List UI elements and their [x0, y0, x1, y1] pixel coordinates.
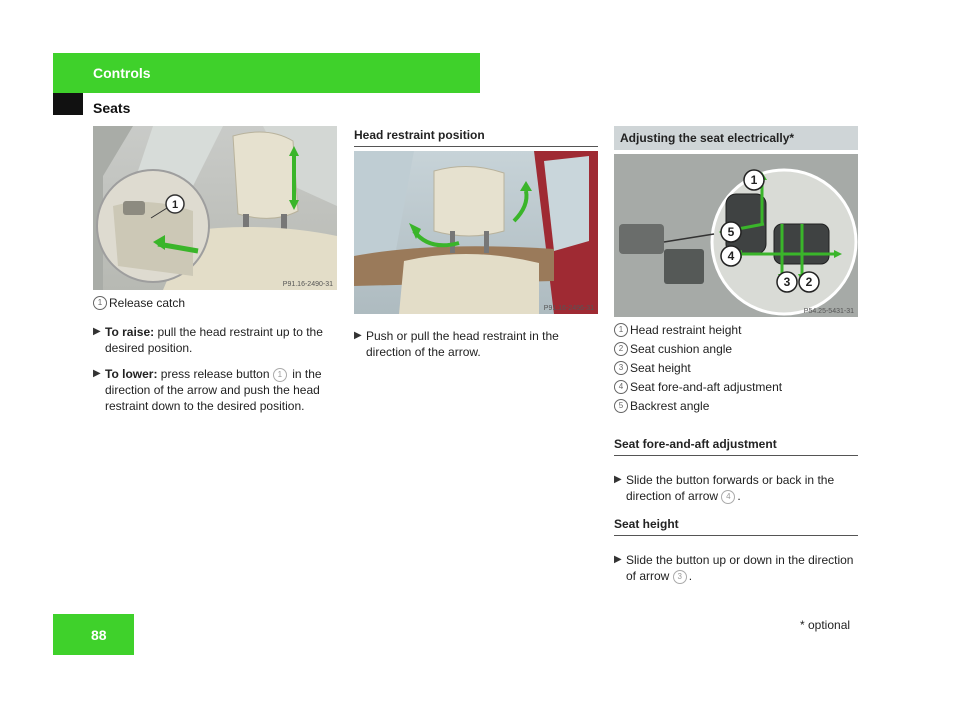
step-text: Slide the button up or down in the direc… [626, 553, 854, 583]
callout-number: 2 [614, 342, 628, 356]
step-arrow-icon: ▶ [354, 330, 362, 341]
page-number-box [53, 614, 134, 655]
legend-label: Backrest angle [630, 399, 710, 413]
step-text: press release button [157, 367, 273, 381]
legend-label: Seat fore-and-aft adjustment [630, 380, 783, 394]
callout-number: 4 [614, 380, 628, 394]
step-text: pull the head restraint up to the desire… [105, 325, 323, 355]
step-keyword: To lower: [105, 367, 158, 381]
svg-text:1: 1 [751, 173, 758, 187]
step-text: . [737, 489, 741, 503]
step-arrow-icon: ▶ [614, 474, 622, 485]
head-restraint-position-heading: Head restraint position [354, 127, 598, 147]
page-number: 88 [91, 627, 107, 643]
step-keyword: To raise: [105, 325, 155, 339]
optional-footnote: * optional [800, 618, 851, 632]
instruction-step-lower: ▶ To lower: press release button 1 in th… [93, 366, 338, 414]
svg-text:5: 5 [728, 225, 735, 239]
seat-controls-photo: 1 5 4 3 2 P54.25-5431-31 [614, 154, 858, 317]
svg-text:4: 4 [728, 249, 735, 263]
fore-aft-heading: Seat fore-and-aft adjustment [614, 436, 858, 456]
legend-item: 1 Release catch [93, 295, 338, 314]
step-arrow-icon: ▶ [93, 368, 101, 379]
column-middle: Head restraint position [354, 127, 598, 147]
electric-seat-heading: Adjusting the seat electrically* [614, 126, 858, 150]
svg-text:1: 1 [172, 199, 178, 211]
subsection-title: Seats [93, 100, 131, 116]
step-text: Slide the button forwards or back in the… [626, 473, 835, 503]
callout-number: 5 [614, 399, 628, 413]
callout-number: 3 [614, 361, 628, 375]
column-middle-steps: ▶ Push or pull the head restraint in the… [354, 318, 604, 360]
instruction-step: ▶ Push or pull the head restraint in the… [354, 328, 604, 360]
instruction-step: ▶ Slide the button up or down in the dir… [614, 552, 858, 584]
image-code: P91.16-2490-31 [283, 281, 333, 288]
step-text: . [688, 569, 693, 583]
step-text: Push or pull the head restraint in the d… [366, 329, 559, 359]
callout-ref: 4 [721, 489, 736, 504]
section-title: Controls [93, 65, 151, 81]
section-header-bar [53, 53, 480, 93]
head-restraint-position-photo: P91.16-2496-31 [354, 151, 598, 314]
column-left: 1 Release catch ▶ To raise: pull the hea… [93, 295, 338, 414]
callout-ref: 3 [672, 569, 687, 584]
legend-label: Seat height [630, 361, 691, 375]
seat-height-heading: Seat height [614, 516, 858, 536]
svg-text:2: 2 [806, 275, 813, 289]
legend-label: Head restraint height [630, 323, 742, 337]
subsection-marker [53, 93, 83, 115]
step-text: in the direction of the arrow and push t… [105, 367, 322, 413]
callout-number: 1 [93, 296, 107, 310]
instruction-step: ▶ Slide the button forwards or back in t… [614, 472, 858, 504]
svg-text:3: 3 [784, 275, 791, 289]
fore-aft-section: Seat fore-and-aft adjustment ▶ Slide the… [614, 436, 858, 504]
step-arrow-icon: ▶ [614, 554, 622, 565]
head-restraint-release-photo: 1 P91.16-2490-31 [93, 126, 337, 290]
legend-label: Seat cushion angle [630, 342, 733, 356]
image-code: P54.25-5431-31 [804, 308, 854, 315]
legend-label: Release catch [109, 296, 186, 310]
image-code: P91.16-2496-31 [544, 305, 594, 312]
callout-number: 1 [614, 323, 628, 337]
instruction-step-raise: ▶ To raise: pull the head restraint up t… [93, 324, 338, 356]
column-right-header: Adjusting the seat electrically* [614, 126, 858, 150]
callout-ref: 1 [272, 367, 287, 382]
step-arrow-icon: ▶ [93, 326, 101, 337]
seat-height-section: Seat height ▶ Slide the button up or dow… [614, 516, 858, 584]
